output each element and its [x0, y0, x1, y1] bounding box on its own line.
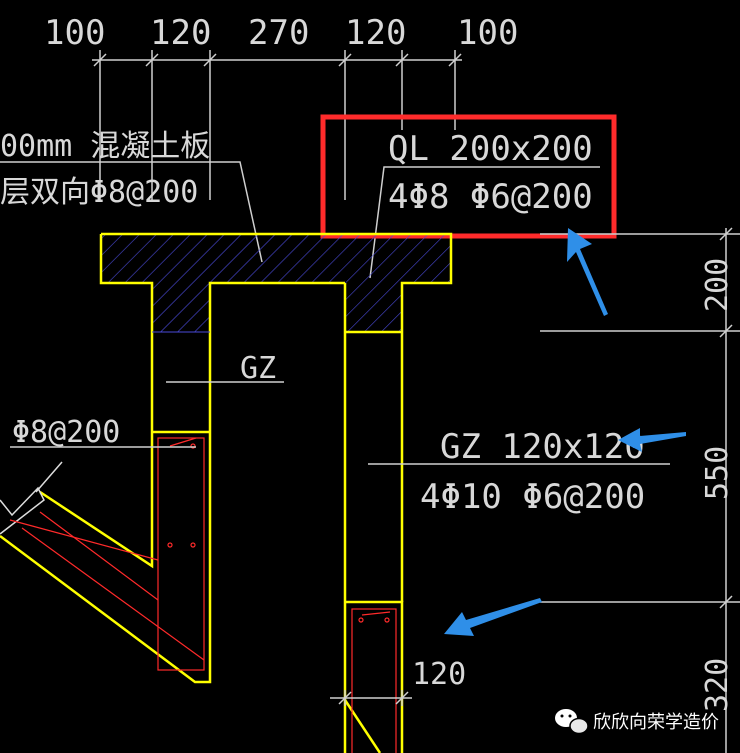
watermark: 欣欣向荣学造价: [555, 709, 719, 735]
ql-label-line1: QL 200x200: [388, 129, 593, 169]
dim-right-320: 320: [700, 658, 735, 712]
break-line-tail: [35, 461, 63, 493]
gz-right-line1: GZ 120x120: [440, 427, 645, 467]
slab-label-line1: 00mm 混凝土板: [0, 129, 210, 164]
dim-top-2: 120: [150, 13, 211, 53]
dim-right-550: 550: [700, 446, 735, 500]
gz-left-label: GZ: [240, 351, 276, 386]
dim-top-3: 270: [248, 13, 309, 53]
wechat-icon: [555, 709, 589, 735]
dim-top-1: 100: [44, 13, 105, 53]
section-outline: [0, 232, 453, 753]
top-dimension-chain: [92, 50, 462, 200]
watermark-text: 欣欣向荣学造价: [593, 712, 719, 733]
dim-top-4: 120: [345, 13, 406, 53]
dim-top-5: 100: [457, 13, 518, 53]
arrow-to-bottom: [444, 598, 542, 636]
arrow-to-gz-label: [618, 428, 686, 452]
dim-right-200: 200: [700, 258, 735, 312]
left-column-rebar: [9, 437, 205, 671]
bottom-dimension: [330, 690, 412, 706]
gz-right-line2: 4Φ10 Φ6@200: [420, 477, 645, 517]
break-line: [0, 486, 45, 535]
arrow-to-ql: [567, 228, 608, 316]
slab-label-line2: 层双向Φ8@200: [0, 175, 198, 210]
left-rebar-label: Φ8@200: [12, 415, 120, 450]
annotation-arrows: [444, 228, 686, 636]
slab-leader-line: [0, 161, 263, 263]
dim-bottom-120: 120: [412, 657, 466, 692]
highlight-box: [320, 114, 617, 239]
ql-label-line2: 4Φ8 Φ6@200: [388, 177, 593, 217]
right-column-rebar: [351, 608, 397, 753]
